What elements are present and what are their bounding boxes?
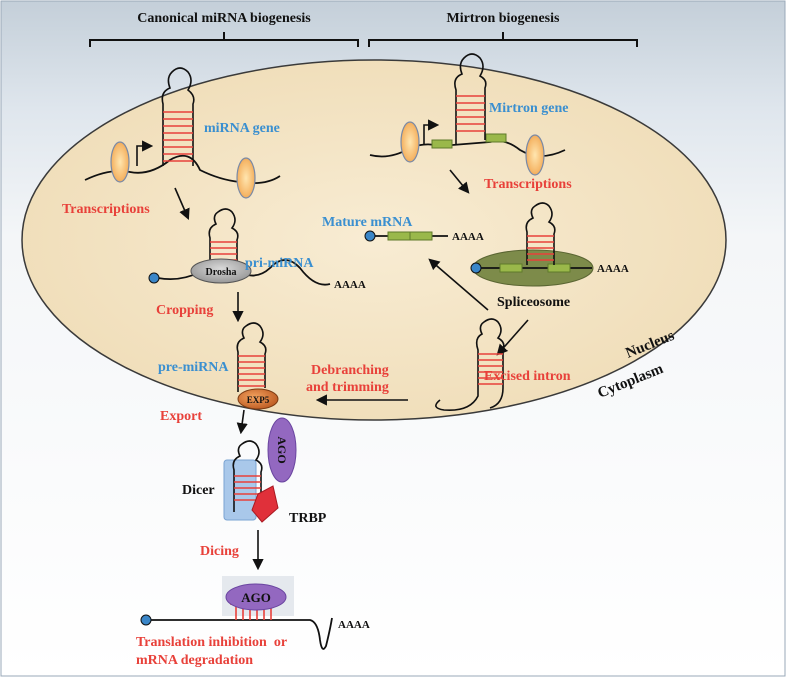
spliceosome-label: Spliceosome [497, 295, 570, 310]
promoter-left [110, 141, 130, 183]
mirtron-promoter-right [525, 134, 545, 176]
pri-mirna-label: pri-miRNA [245, 256, 314, 271]
canonical-transcriptions-label: Transcriptions [62, 202, 150, 217]
mirtron-gene-label: Mirtron gene [489, 101, 568, 116]
mirtron-transcriptions-label: Transcriptions [484, 177, 572, 192]
pri-mirna-poly-a: AAAA [334, 279, 366, 291]
promoter-right [236, 157, 256, 199]
trbp-label: TRBP [289, 511, 327, 526]
tss-arrow [136, 140, 154, 166]
canonical-bracket [89, 32, 359, 47]
spliceosome-complex [470, 202, 594, 287]
mirna-hairpin [161, 67, 195, 166]
mature-cap-icon [364, 230, 376, 242]
mirtron-gene [369, 53, 566, 176]
mature-exon-right [409, 231, 433, 241]
inhibition-label-2: mRNA degradation [136, 653, 253, 668]
exp5-protein [237, 388, 279, 410]
dicer-protein [223, 459, 257, 521]
debranching-label-2: and trimming [306, 380, 389, 395]
target-cap-icon [140, 614, 152, 626]
target-poly-a: AAAA [338, 619, 370, 631]
drosha-label: Drosha [206, 267, 237, 278]
pri-mirna [148, 208, 331, 286]
exon-left [431, 139, 453, 149]
pre-mirna-label: pre-miRNA [158, 360, 229, 375]
mature-mrna-poly-a: AAAA [452, 231, 484, 243]
arrow-to-mature [428, 258, 489, 311]
ago-top-label: AGO [275, 436, 289, 463]
ago-protein-bottom [225, 583, 287, 611]
excised-intron [435, 318, 505, 412]
drosha-enzyme [190, 258, 252, 284]
arrow-transcription-mirtron [449, 169, 470, 194]
mature-mrna [364, 230, 448, 242]
arrow-transcription-canonical [174, 187, 190, 221]
mirna-gene-label: miRNA gene [204, 121, 280, 136]
nucleus-membrane [21, 59, 727, 421]
inhibition-label-1: Translation inhibition or [136, 635, 287, 650]
spliceosome-cap-icon [470, 262, 482, 274]
target-mrna-complex [140, 576, 333, 650]
cap-icon [148, 272, 160, 284]
ago-protein-top [267, 417, 297, 483]
mirna-gene [84, 67, 281, 199]
pre-mirna [236, 322, 279, 410]
mature-exon-left [387, 231, 411, 241]
mirtron-promoter-left [400, 121, 420, 163]
debranching-label-1: Debranching [311, 363, 389, 378]
trbp-protein [251, 485, 279, 523]
dicer-label: Dicer [182, 483, 215, 498]
exp5-label: EXP5 [247, 395, 270, 405]
dicing-label: Dicing [200, 544, 239, 559]
arrow-export [236, 409, 248, 435]
mirtron-bracket [368, 32, 638, 47]
exon-right [485, 133, 507, 143]
excised-intron-label: Excised intron [484, 369, 571, 384]
cropping-label: Cropping [156, 303, 213, 318]
export-label: Export [160, 409, 202, 424]
mature-mrna-label: Mature mRNA [322, 215, 413, 230]
ago-bottom-label: AGO [241, 590, 271, 605]
mirtron-tss-arrow [423, 119, 440, 145]
dicer-complex [223, 417, 297, 523]
mirtron-header: Mirtron biogenesis [447, 11, 560, 26]
canonical-header: Canonical miRNA biogenesis [137, 11, 311, 26]
spliceosome-poly-a: AAAA [597, 263, 629, 275]
